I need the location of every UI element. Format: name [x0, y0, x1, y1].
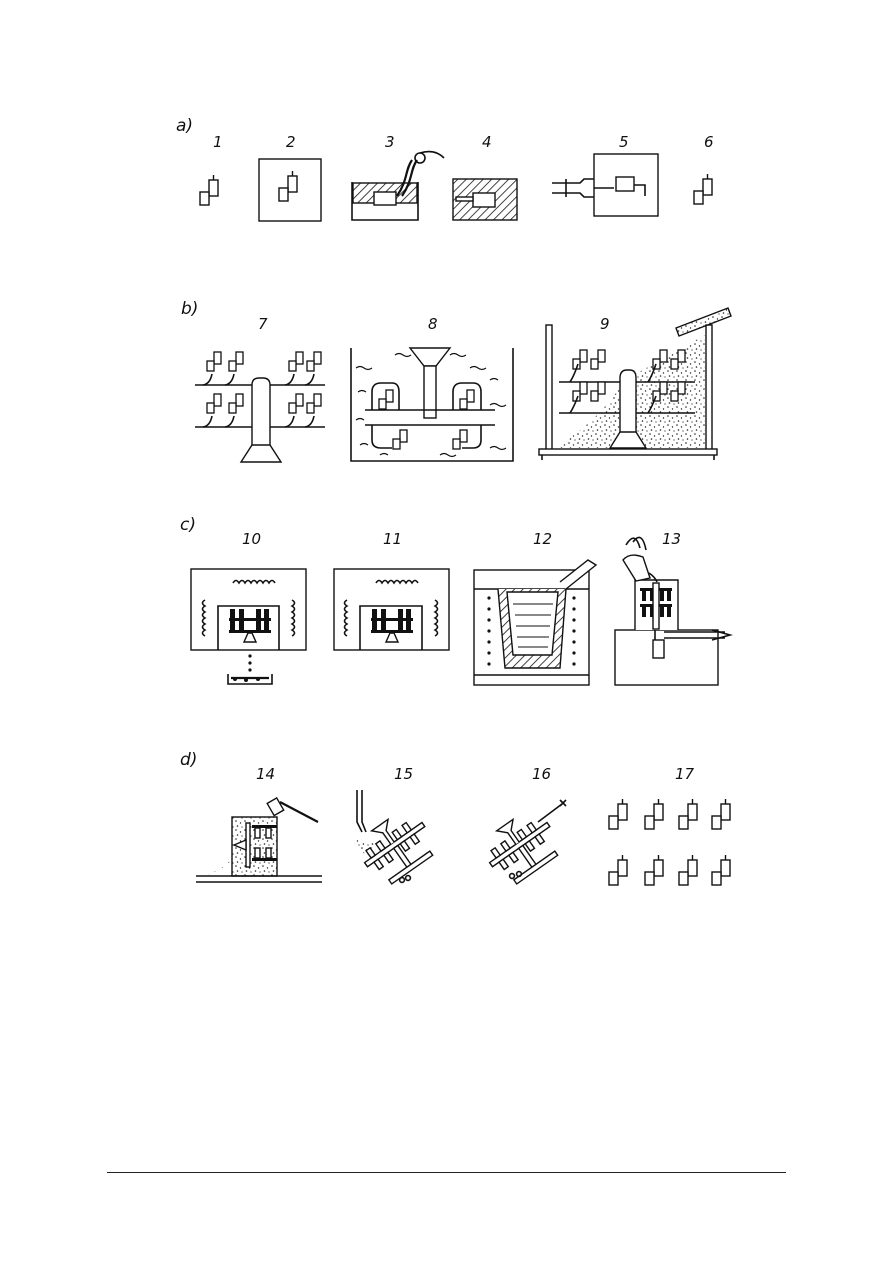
step-label-1: 1: [213, 133, 223, 151]
step-label-11: 11: [383, 530, 402, 548]
die-filling-step: [351, 150, 445, 221]
shell-knockout-hammer: [196, 796, 322, 883]
step-label-4: 4: [482, 133, 492, 151]
induction-melting-furnace: [473, 559, 598, 686]
step-label-14: 14: [256, 765, 275, 783]
step-label-15: 15: [394, 765, 413, 783]
finished-wax-pattern: [693, 173, 713, 205]
shell-blasting: [354, 790, 434, 885]
step-label-5: 5: [619, 133, 629, 151]
firing-furnace: [333, 568, 450, 651]
row-d: d) 14 15: [180, 750, 731, 886]
step-label-3: 3: [385, 133, 395, 151]
step-label-8: 8: [428, 315, 438, 333]
injection-mold: [452, 178, 518, 221]
step-label-13: 13: [662, 530, 681, 548]
step-label-16: 16: [532, 765, 551, 783]
step-label-12: 12: [533, 530, 552, 548]
slurry-dip-tank: [350, 347, 514, 462]
stucco-sanding-stand: [538, 307, 732, 460]
row-b: b) 7 8: [181, 299, 732, 463]
footer-rule: [107, 1172, 786, 1173]
pattern-tree-assembly: [195, 351, 325, 463]
row-c: c) 10 11: [180, 515, 733, 686]
step-label-10: 10: [242, 530, 261, 548]
pattern-die-box: [258, 158, 322, 222]
step-label-9: 9: [600, 315, 610, 333]
wax-pattern: [199, 174, 219, 206]
row-a: a) 1 2 3 4 5: [176, 116, 714, 222]
finished-castings: [608, 798, 731, 886]
pattern-injection-press: [552, 153, 659, 217]
step-label-7: 7: [258, 315, 268, 333]
step-label-17: 17: [675, 765, 695, 783]
row-label-a: a): [176, 116, 193, 136]
step-label-6: 6: [704, 133, 714, 151]
row-label-d: d): [180, 750, 197, 770]
pouring-and-extraction: [614, 536, 733, 686]
gate-cutting: [488, 799, 567, 885]
step-label-2: 2: [286, 133, 296, 151]
dewax-furnace: [190, 568, 307, 685]
row-label-c: c): [180, 515, 196, 535]
row-label-b: b): [181, 299, 198, 319]
